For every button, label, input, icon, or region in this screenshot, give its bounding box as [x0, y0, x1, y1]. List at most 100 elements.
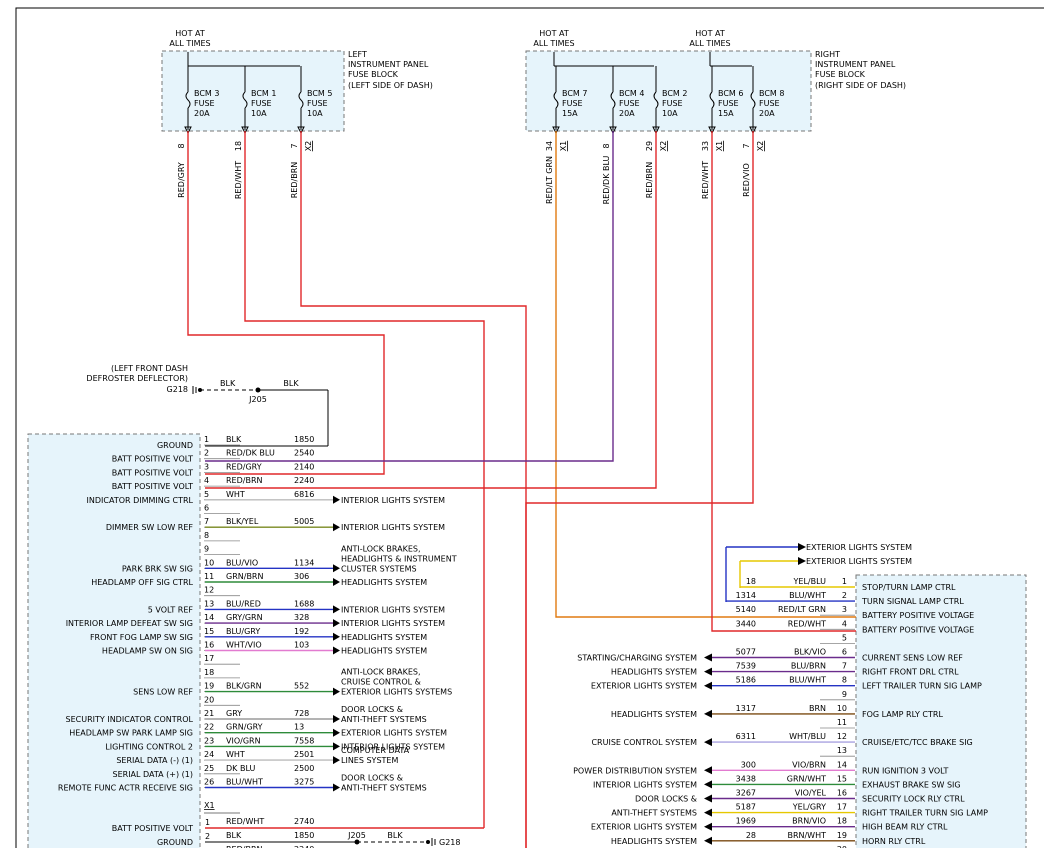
right-pin-label: RUN IGNITION 3 VOLT: [862, 766, 949, 775]
left-pin-number: 13: [204, 599, 214, 608]
left-block-label-1: LEFT: [348, 50, 367, 59]
arrow-icon: [704, 738, 712, 747]
left-connector-x1: X1 BATT POSITIVE VOLT 1 RED/WHT 2740 GRO…: [112, 801, 484, 848]
right-pin-label: RIGHT FRONT DRL CTRL: [862, 668, 959, 677]
arrow-icon: [333, 605, 340, 614]
right-pin-label: LEFT TRAILER TURN SIG LAMP: [862, 682, 982, 691]
right-block-label-1: RIGHT: [815, 50, 840, 59]
right-hot2-line2: ALL TIMES: [689, 39, 730, 48]
right-pin-destination: HEADLIGHTS SYSTEM: [611, 837, 697, 846]
right-pin-destination: CRUISE CONTROL SYSTEM: [591, 738, 697, 747]
left-block-label-3: FUSE BLOCK: [348, 70, 399, 79]
right-pin-label: CURRENT SENS LOW REF: [862, 654, 963, 663]
arrow-icon: [704, 780, 712, 789]
arrow-icon: [333, 687, 340, 696]
left-pin-circuit: 192: [294, 627, 309, 636]
left-pin-20: 20: [204, 695, 240, 706]
left-pin-label: BATT POSITIVE VOLT: [112, 455, 193, 464]
left-block-label-2: INSTRUMENT PANEL: [348, 60, 429, 69]
left-pin-number: 15: [204, 627, 214, 636]
right-hot2-line1: HOT AT: [695, 29, 725, 38]
left-pin-label: FRONT FOG LAMP SW SIG: [90, 633, 193, 642]
left-x1-pin3-color: RED/BRN: [226, 845, 263, 848]
fuse-type: FUSE: [307, 99, 328, 108]
left-pin-wire-color: GRN/BRN: [226, 572, 263, 581]
ground-g218-top: (LEFT FRONT DASH DEFROSTER DEFLECTOR) G2…: [86, 364, 329, 447]
left-pin-number: 17: [204, 654, 214, 663]
right-top-dest-2: EXTERIOR LIGHTS SYSTEM: [806, 557, 912, 566]
right-block-label-4: (RIGHT SIDE OF DASH): [815, 81, 906, 90]
left-pin-12: 12: [204, 586, 240, 597]
arrow-icon: [333, 756, 340, 765]
left-x1-pin1-color: RED/WHT: [226, 817, 264, 826]
fuse-terminal-icon: [749, 126, 757, 135]
right-pin-circuit: 5187: [736, 803, 756, 812]
right-pin-number: 6: [842, 648, 847, 657]
right-pin-destination: HEADLIGHTS SYSTEM: [611, 668, 697, 677]
fuse-amp: 10A: [307, 109, 323, 118]
left-pin-destination: HEADLIGHTS SYSTEM: [341, 633, 427, 642]
left-pin-circuit: 3275: [294, 778, 314, 787]
left-pin-destination: LINES SYSTEM: [341, 756, 398, 765]
left-pin-number: 4: [204, 476, 209, 485]
left-pin-number: 18: [204, 668, 214, 677]
fuse-conn: X1: [559, 141, 568, 152]
fuse-name: BCM 8: [759, 89, 784, 98]
right-pin-destination: POWER DISTRIBUTION SYSTEM: [573, 766, 697, 775]
left-pin-destination: DOOR LOCKS &: [341, 774, 403, 783]
fuse-symbol-icon: [610, 91, 616, 109]
left-pin-destination: HEADLIGHTS SYSTEM: [341, 647, 427, 656]
right-pin-number: 8: [842, 676, 847, 685]
fuse-amp: 10A: [251, 109, 267, 118]
right-pin-wire-color: VIO/BRN: [792, 760, 826, 769]
left-pin-wire-color: DK BLU: [226, 764, 255, 773]
left-pin-18: 18: [204, 668, 240, 679]
right-pin-number: 9: [842, 690, 847, 699]
fuse-pin: 7: [742, 143, 751, 148]
right-pin-destination: HEADLIGHTS SYSTEM: [611, 710, 697, 719]
left-pin-wire-color: RED/GRY: [226, 462, 262, 471]
left-pin-wire-color: BLU/RED: [226, 599, 261, 608]
fuse-symbol-icon: [242, 91, 248, 109]
left-pin-circuit: 2540: [294, 449, 314, 458]
left-pin-number: 26: [204, 778, 214, 787]
fuse-wire-color: RED/BRN: [290, 162, 299, 199]
arrow-icon: [704, 836, 712, 845]
fuse-conn: X2: [756, 141, 765, 152]
left-pin-destination: ANTI-LOCK BRAKES,: [341, 544, 421, 553]
fuse-name: BCM 7: [562, 89, 587, 98]
left-pin-circuit: 5005: [294, 517, 314, 526]
left-pin-destination: DOOR LOCKS &: [341, 705, 403, 714]
ground-wire-color-1: BLK: [220, 379, 236, 388]
left-pin-wire-color: BLK: [226, 435, 242, 444]
arrow-icon: [333, 523, 340, 532]
ground-wire-color-2: BLK: [283, 379, 299, 388]
fuse-amp: 15A: [718, 109, 734, 118]
wire-red-dk-blu: [205, 131, 614, 462]
right-pin-number: 20: [837, 845, 847, 848]
fuse-name: BCM 6: [718, 89, 743, 98]
left-pin-label: SERIAL DATA (-) (1): [116, 756, 193, 765]
left-pin-circuit: 2501: [294, 750, 314, 759]
left-pin-destination: HEADLIGHTS & INSTRUMENT: [341, 554, 457, 563]
fuse-name: BCM 2: [662, 89, 687, 98]
fuse-type: FUSE: [619, 99, 640, 108]
left-pin-label: INTERIOR LAMP DEFEAT SW SIG: [66, 619, 193, 628]
left-pin-label: HEADLAMP SW PARK LAMP SIG: [69, 729, 193, 738]
fuse-amp: 20A: [194, 109, 210, 118]
